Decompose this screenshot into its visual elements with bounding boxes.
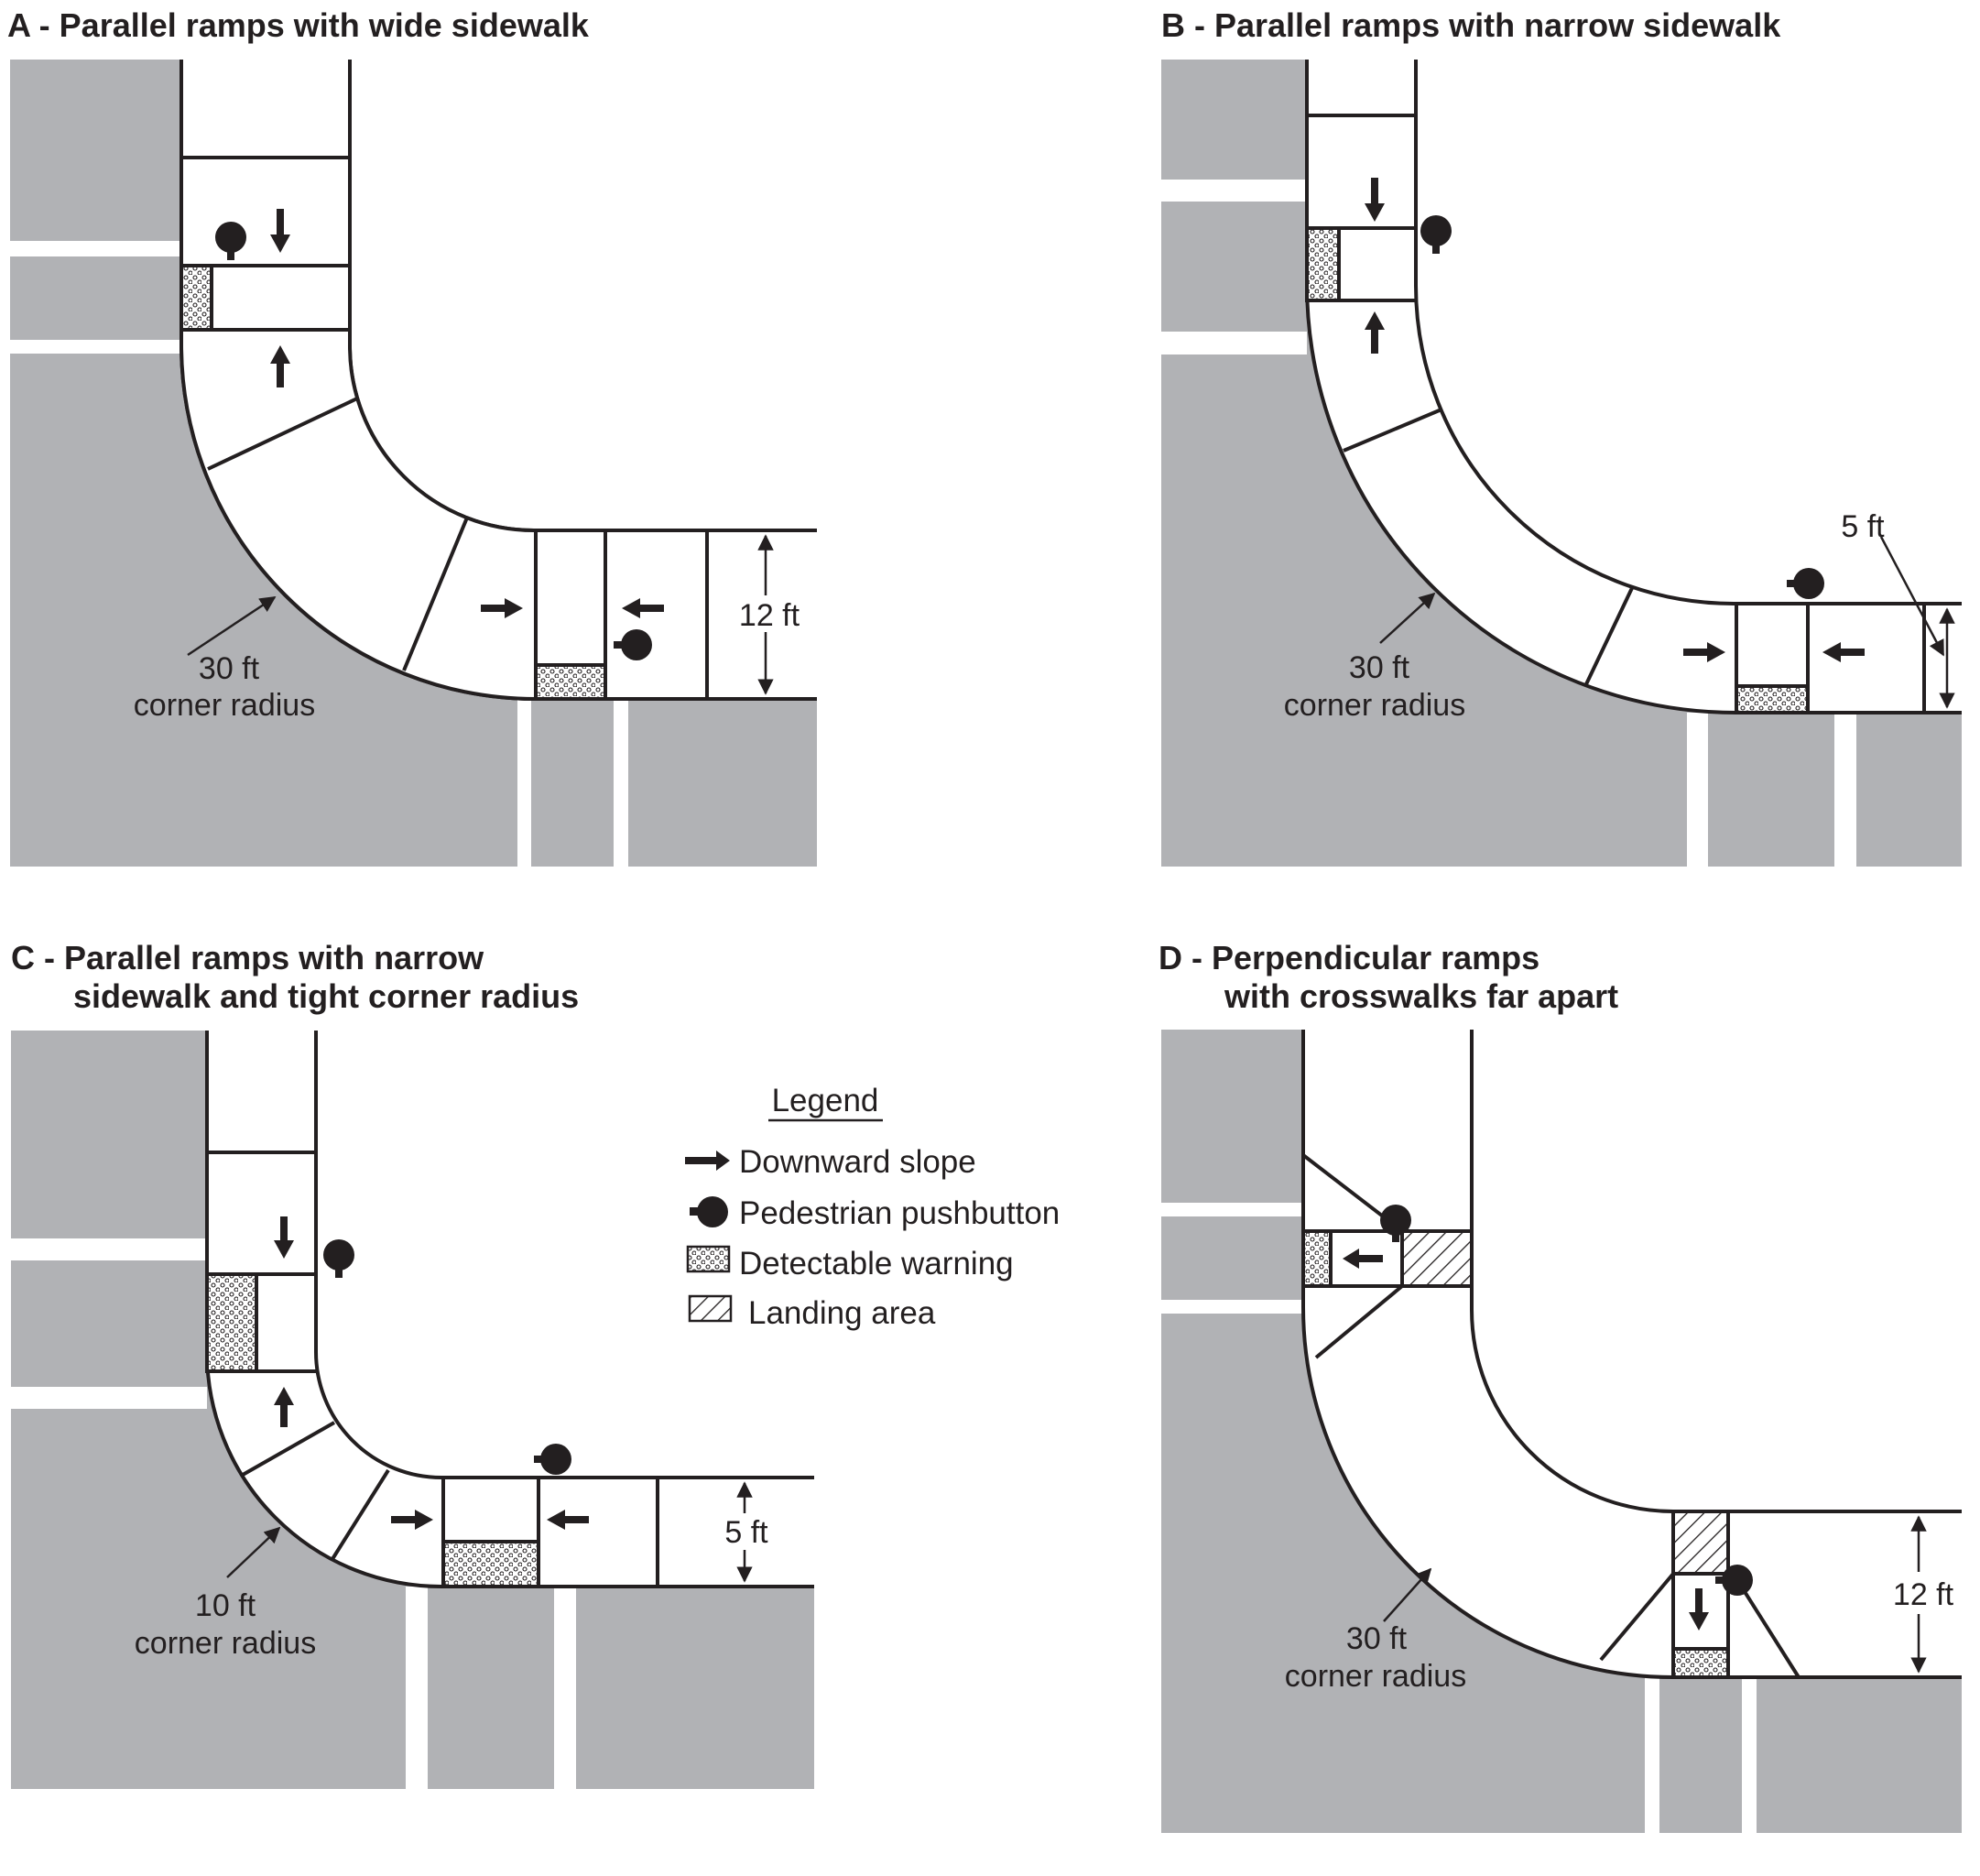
panel-d-roadway — [1161, 1030, 1962, 1833]
pushbutton-icon — [1787, 568, 1824, 599]
roadway-block — [1161, 202, 1307, 332]
panel-b-roadway — [1161, 60, 1962, 867]
radius-caption-label: corner radius — [1285, 1659, 1466, 1694]
panel-c-roadway — [11, 1031, 814, 1789]
arrow-down-icon — [1689, 1588, 1709, 1631]
panel-c: C - Parallel ramps with narrow sidewalk … — [11, 939, 814, 1789]
roadway-block — [10, 256, 181, 340]
roadway-block — [628, 699, 817, 867]
arrow-right-icon — [391, 1510, 433, 1530]
legend-item-detectable-warning: Detectable warning — [686, 1245, 1014, 1282]
radius-caption-label: corner radius — [135, 1626, 316, 1661]
legend-item-landing-area: Landing area — [688, 1294, 936, 1331]
arrow-left-icon — [622, 598, 664, 618]
roadway-block — [11, 1031, 207, 1238]
roadway-block — [1161, 1307, 1673, 1833]
panel-a-title: A - Parallel ramps with wide sidewalk — [7, 6, 590, 44]
arrow-right-icon — [685, 1151, 730, 1171]
arrow-up-icon — [270, 345, 290, 387]
legend-label: Pedestrian pushbutton — [739, 1195, 1060, 1231]
detectable-warning — [205, 1272, 258, 1373]
pushbutton-icon — [1715, 1565, 1753, 1596]
roadway-block — [1757, 1677, 1962, 1833]
radius-caption-label: corner radius — [1284, 688, 1465, 723]
detectable-warning — [441, 1540, 540, 1588]
radius-value-label: 30 ft — [199, 651, 260, 686]
hatch-pattern-icon — [688, 1294, 733, 1323]
landing-area — [1400, 1229, 1474, 1288]
legend-label: Detectable warning — [739, 1246, 1014, 1282]
width-dimension-label: 12 ft — [1893, 1577, 1954, 1612]
pushbutton-icon — [215, 222, 246, 260]
roadway-block — [531, 699, 614, 867]
roadway-block — [1659, 1677, 1742, 1833]
panel-d: D - Perpendicular ramps with crosswalks … — [1159, 939, 1962, 1833]
detectable-warning — [1301, 1229, 1333, 1288]
detectable-warning — [1305, 226, 1341, 302]
legend-item-pushbutton: Pedestrian pushbutton — [690, 1195, 1060, 1231]
roadway-block — [1161, 283, 1736, 867]
panel-c-title-line1: C - Parallel ramps with narrow — [11, 939, 484, 976]
panel-d-title-line2: with crosswalks far apart — [1224, 977, 1618, 1015]
pushbutton-icon — [690, 1196, 728, 1227]
legend-label: Downward slope — [739, 1144, 976, 1180]
panel-a: A - Parallel ramps with wide sidewalk — [7, 6, 817, 867]
roadway-block — [11, 1260, 207, 1387]
arrow-up-icon — [274, 1387, 294, 1427]
arrow-down-icon — [274, 1216, 294, 1259]
pushbutton-icon — [534, 1444, 571, 1475]
panel-b-sidewalk — [1307, 60, 1962, 713]
legend-title: Legend — [772, 1083, 879, 1118]
roadway-block — [428, 1587, 554, 1789]
roadway-block — [1856, 713, 1962, 867]
pushbutton-icon — [323, 1239, 354, 1278]
detectable-warning — [1671, 1647, 1730, 1679]
arrow-left-icon — [1822, 642, 1865, 662]
legend: Legend Downward slope Pedestrian pushbut… — [685, 1083, 1060, 1331]
panel-d-title-line1: D - Perpendicular ramps — [1159, 939, 1539, 976]
arrow-left-icon — [547, 1510, 589, 1530]
landing-area — [1671, 1510, 1730, 1576]
detectable-warning — [1735, 684, 1810, 714]
roadway-block — [1161, 1030, 1303, 1203]
pushbutton-icon — [1380, 1205, 1411, 1242]
legend-item-downward-slope: Downward slope — [685, 1144, 976, 1180]
arrow-down-icon — [270, 209, 290, 253]
arrow-right-icon — [1683, 642, 1725, 662]
panel-d-sidewalk — [1303, 1030, 1962, 1677]
radius-value-label: 30 ft — [1349, 650, 1410, 685]
width-dimension-label: 5 ft — [1841, 509, 1885, 544]
detectable-warning — [534, 663, 607, 701]
legend-label: Landing area — [748, 1295, 936, 1331]
arrow-left-icon — [1343, 1249, 1383, 1269]
arrow-down-icon — [1365, 178, 1385, 222]
panel-c-title-line2: sidewalk and tight corner radius — [73, 977, 579, 1015]
roadway-block — [10, 60, 181, 241]
panel-b: B - Parallel ramps with narrow sidewalk … — [1161, 6, 1962, 867]
radius-value-label: 30 ft — [1346, 1621, 1408, 1656]
radius-value-label: 10 ft — [195, 1588, 256, 1623]
roadway-block — [576, 1587, 814, 1789]
pushbutton-icon — [1420, 215, 1452, 254]
pushbutton-icon — [614, 629, 652, 660]
width-dimension-label: 12 ft — [739, 598, 800, 633]
panel-b-title: B - Parallel ramps with narrow sidewalk — [1161, 6, 1781, 44]
detectable-warning — [180, 264, 213, 332]
roadway-block — [1161, 60, 1307, 180]
roadway-block — [1161, 1216, 1303, 1300]
roadway-block — [1708, 713, 1834, 867]
arrow-up-icon — [1365, 311, 1385, 354]
radius-caption-label: corner radius — [134, 688, 315, 723]
roadway-block — [11, 1352, 441, 1789]
dots-pattern-icon — [686, 1245, 731, 1273]
width-dimension-label: 5 ft — [724, 1515, 768, 1550]
arrow-right-icon — [481, 598, 523, 618]
